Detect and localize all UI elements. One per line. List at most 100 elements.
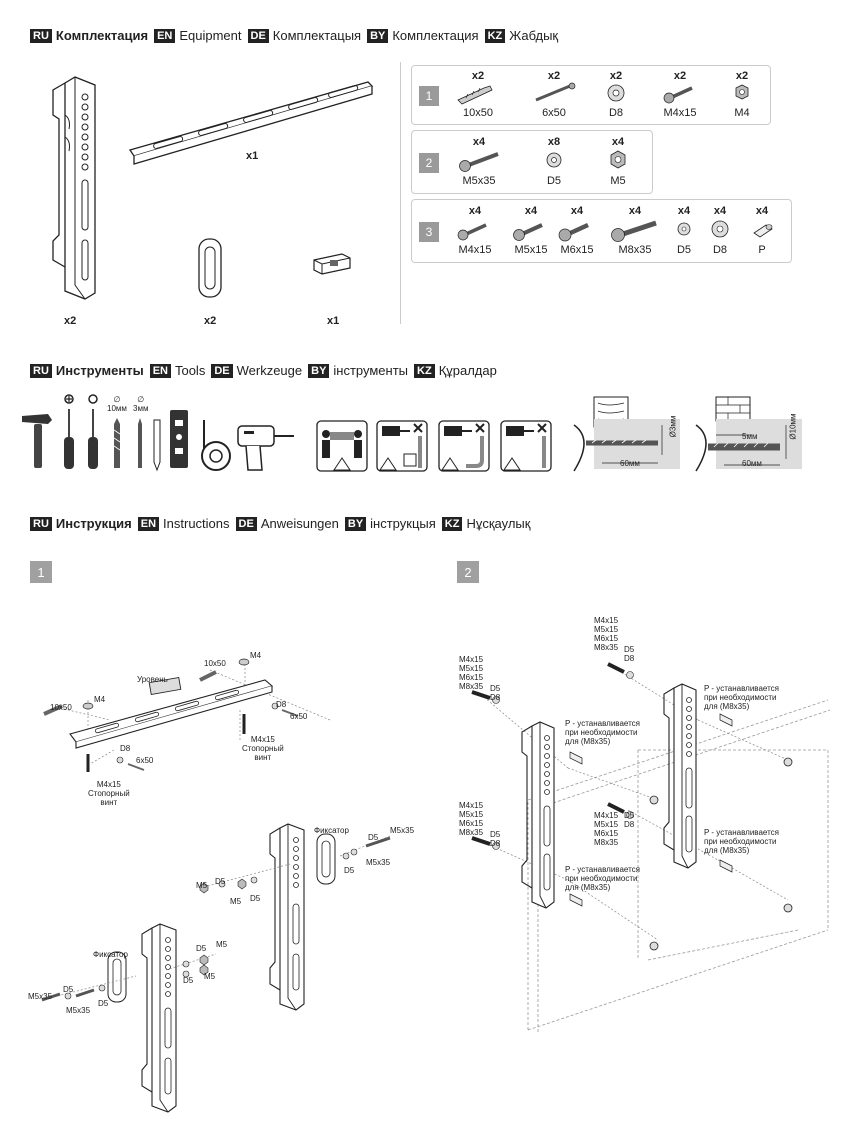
lang-tag-ru: RU xyxy=(30,28,52,43)
kit1-item-bolt-label: M4x15 xyxy=(663,107,697,119)
two-person-warning-icon xyxy=(316,420,368,472)
lang-tag-en: EN xyxy=(149,363,171,378)
kit1-item-nut-qty: x2 xyxy=(735,70,749,82)
kit2-item-washer-qty: x8 xyxy=(547,136,561,148)
bracket-qty: x2 xyxy=(64,315,77,327)
spacer-note-bottom-right: P - устанавливается при необходимости дл… xyxy=(704,828,780,855)
phillips-screwdriver-icon xyxy=(64,394,74,469)
kit3-item-m4x15: x4 M4x15 xyxy=(452,205,498,256)
kit3-item-m6x15: x4 M6x15 xyxy=(554,205,600,256)
step2-screws-label-top: M4x15 M5x15 M6x15 M8x35 xyxy=(594,616,619,652)
d5-label-6: D5 xyxy=(98,999,109,1008)
kit-panel-3: 3 x4 M4x15 x4 M5x15 x4 M6x15 x4 M8x35 x4… xyxy=(411,199,792,263)
d5-label-1: D5 xyxy=(368,833,379,842)
step1-bracket-right xyxy=(269,823,305,1011)
wood-depth-label: 60мм xyxy=(620,459,640,468)
stop-screw-label-left: M4x15 Стопорный винт xyxy=(88,780,130,807)
step2-screws-label-left: M4x15 M5x15 M6x15 M8x35 xyxy=(459,655,484,691)
kit3-item-m8x35-qty: x4 xyxy=(628,205,642,217)
kit3-item-d5-label: D5 xyxy=(676,244,692,256)
step1-clip-right xyxy=(316,833,336,885)
kit3-item-spacer-qty: x4 xyxy=(755,205,769,217)
kit3-item-m6x15-label: M6x15 xyxy=(560,244,594,256)
lang-tag-de: DE xyxy=(247,28,269,43)
bolt-icon xyxy=(663,86,693,104)
d5-label-8: D5 xyxy=(183,976,194,985)
spacer-note-top-right: P - устанавливается при необходимости дл… xyxy=(704,684,780,711)
bolt-icon xyxy=(457,223,487,241)
kit2-item-nut: x4 M5 xyxy=(600,136,636,187)
kit2-item-bolt: x4 M5x35 xyxy=(454,136,504,187)
long-bolt-icon xyxy=(611,220,657,242)
step2-washers-label-top: D5 D8 xyxy=(624,645,635,663)
kit1-item-dowel-qty: x2 xyxy=(471,70,485,82)
kit2-item-nut-qty: x4 xyxy=(611,136,625,148)
spacer-note-bottom-left: P - устанавливается при необходимости дл… xyxy=(565,865,641,892)
kit3-item-spacer-label: P xyxy=(758,244,766,256)
lang-tag-ru: RU xyxy=(30,516,52,531)
m4-label-left: M4 xyxy=(94,695,106,704)
kit2-item-washer: x8 D5 xyxy=(536,136,572,187)
drill-bit-icon xyxy=(138,418,142,468)
d5-label-5: D5 xyxy=(63,985,74,994)
lang-tag-kz: KZ xyxy=(484,28,506,43)
pencil-icon xyxy=(153,419,161,472)
kit3-item-spacer: x4 P xyxy=(746,205,778,256)
kit3-item-d8: x4 D8 xyxy=(704,205,736,256)
kit1-item-washer-label: D8 xyxy=(608,107,624,119)
washer-icon xyxy=(546,152,562,168)
m4-label-right: M4 xyxy=(250,651,262,660)
kit1-item-screw: x2 6x50 xyxy=(530,70,578,119)
m5-label-3: M5 xyxy=(216,940,228,949)
kit1-item-bolt: x2 M4x15 xyxy=(658,70,702,119)
step2-washers-label-mid: D5 D8 xyxy=(624,811,635,829)
kit3-item-m5x15-qty: x4 xyxy=(524,205,538,217)
divider xyxy=(400,62,401,324)
tools-title-by: інструменты xyxy=(333,363,409,378)
tools-title-de: Werkzeuge xyxy=(236,363,303,378)
kit-panel-1: 1 x2 10x50 x2 6x50 x2 D8 x2 M4x15 x2 M4 xyxy=(411,65,771,125)
step2-screws-label-mid: M4x15 M5x15 M6x15 M8x35 xyxy=(594,811,619,847)
m5-label-1: M5 xyxy=(196,881,208,890)
nut-icon xyxy=(610,150,626,169)
kit2-item-nut-label: M5 xyxy=(610,175,626,187)
spacer-icon xyxy=(753,224,773,238)
kit-panel-2: 2 x4 M5x35 x8 D5 x4 M5 xyxy=(411,130,653,194)
kit-number-2: 2 xyxy=(419,153,439,173)
kit-number-3: 3 xyxy=(419,222,439,242)
tools-title-en: Tools xyxy=(174,363,206,378)
equipment-title-ru: Комплектация xyxy=(55,28,149,43)
brick-diameter-label: Ø10мм xyxy=(788,413,798,440)
clip-illustration xyxy=(198,238,222,298)
kit3-item-m4x15-label: M4x15 xyxy=(458,244,492,256)
step1-rail-assembly xyxy=(43,658,331,772)
kit2-item-washer-label: D5 xyxy=(546,175,562,187)
long-bolt-icon xyxy=(459,152,499,172)
kit3-item-d8-qty: x4 xyxy=(713,205,727,217)
kit3-item-m8x35: x4 M8x35 xyxy=(606,205,664,256)
kit3-item-d5-qty: x4 xyxy=(677,205,691,217)
step1-clip-left xyxy=(107,951,127,1003)
lang-tag-by: BY xyxy=(308,363,330,378)
wall-bracket-illustration xyxy=(52,76,96,300)
step2-screws-label-bottom: M4x15 M5x15 M6x15 M8x35 xyxy=(459,801,484,837)
m5-label-2: M5 xyxy=(230,897,242,906)
washer-icon xyxy=(607,84,625,102)
dowel-label-right: 10x50 xyxy=(204,659,226,668)
instructions-title-kz: Нұсқаулық xyxy=(466,516,531,531)
lang-tag-en: EN xyxy=(137,516,160,531)
tape-measure-icon xyxy=(201,420,231,471)
spacer-note-top-left: P - устанавливается при необходимости дл… xyxy=(565,719,641,746)
kit1-item-bolt-qty: x2 xyxy=(673,70,687,82)
kit3-item-m4x15-qty: x4 xyxy=(468,205,482,217)
d5-label-2: D5 xyxy=(344,866,355,875)
kit1-item-nut: x2 M4 xyxy=(724,70,760,119)
power-drill-icon xyxy=(237,425,294,471)
kit2-item-bolt-qty: x4 xyxy=(472,136,486,148)
drill-bit-size-1-text: 10мм xyxy=(107,404,127,413)
brick-offset-label: 5мм xyxy=(742,432,758,441)
m5-label-4: M5 xyxy=(204,972,216,981)
level-qty: x1 xyxy=(327,315,340,327)
kit3-item-m5x15-label: M5x15 xyxy=(514,244,548,256)
drill-bit-size-2: ∅3мм xyxy=(133,395,149,413)
